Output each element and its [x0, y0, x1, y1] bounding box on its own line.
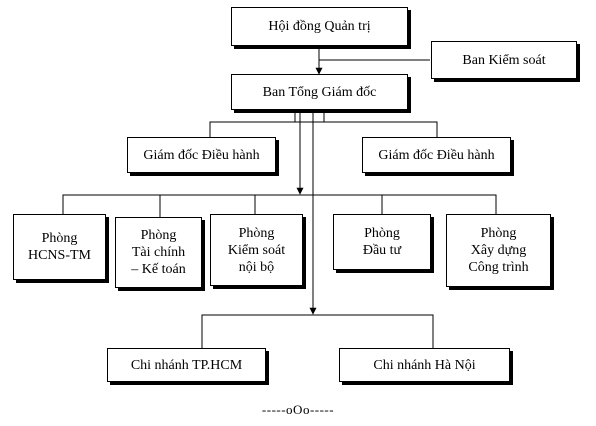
director-label: Giám đốc Điều hành [143, 147, 260, 163]
department-label: nội bộ [238, 259, 275, 275]
department-label: Xây dựng [470, 243, 527, 258]
department-label: Phòng [140, 228, 177, 243]
director-label: Giám đốc Điều hành [378, 147, 495, 163]
department-label: Phòng [364, 226, 400, 241]
supervisory-label: Ban Kiểm soát [462, 52, 546, 68]
department-label: Phòng [480, 226, 517, 241]
department-box-finance: Phòng Tài chính – Kế toán [115, 217, 202, 288]
department-label: Kiểm soát [227, 242, 286, 258]
department-box-audit: Phòng Kiểm soát nội bộ [210, 214, 303, 286]
department-label: Phòng [238, 225, 275, 241]
supervisory-box: Ban Kiểm soát [431, 41, 577, 79]
footer-ornament: -----oOo----- [261, 402, 335, 417]
ceo-box: Ban Tổng Giám đốc [231, 74, 408, 110]
director-box-2: Giám đốc Điều hành [362, 137, 511, 173]
department-label: Phòng [41, 231, 78, 246]
ceo-label: Ban Tổng Giám đốc [262, 84, 377, 100]
board-label: Hội đồng Quản trị [268, 19, 371, 34]
department-label: – Kế toán [131, 262, 186, 277]
department-box-investment: Phòng Đầu tư [333, 214, 431, 270]
department-label: Đầu tư [362, 243, 402, 258]
board-box: Hội đồng Quản trị [231, 7, 408, 46]
department-label: Tài chính [131, 245, 186, 260]
branch-label: Chi nhánh Hà Nội [373, 357, 476, 373]
director-box-1: Giám đốc Điều hành [127, 137, 276, 173]
branch-label: Chi nhánh TP.HCM [130, 357, 243, 373]
branch-box-hcm: Chi nhánh TP.HCM [107, 348, 266, 382]
department-label: Công trình [468, 260, 529, 275]
branch-box-hanoi: Chi nhánh Hà Nội [339, 348, 510, 382]
department-box-construction: Phòng Xây dựng Công trình [446, 214, 551, 287]
department-label: HCNS-TM [27, 248, 91, 263]
department-box-hcns: Phòng HCNS-TM [13, 214, 106, 280]
